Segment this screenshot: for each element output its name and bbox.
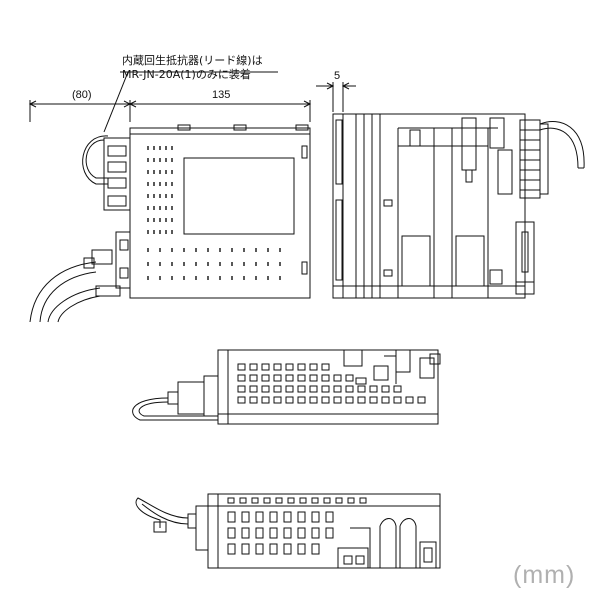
top-view (133, 350, 440, 424)
unit-label: (mm) (513, 561, 576, 589)
dimension-label-135: 135 (212, 89, 231, 101)
bottom-view (136, 494, 440, 568)
dimension-label-5: 5 (334, 70, 341, 82)
dimension-lines (30, 72, 356, 132)
front-view (30, 125, 310, 322)
side-view (333, 114, 584, 298)
dimension-label-80: (80) (72, 89, 92, 101)
annotation-line-2: MR-JN-20A(1)のみに装着 (122, 68, 251, 81)
annotation-line-1: 内蔵回生抵抗器(リード線)は (122, 54, 263, 67)
